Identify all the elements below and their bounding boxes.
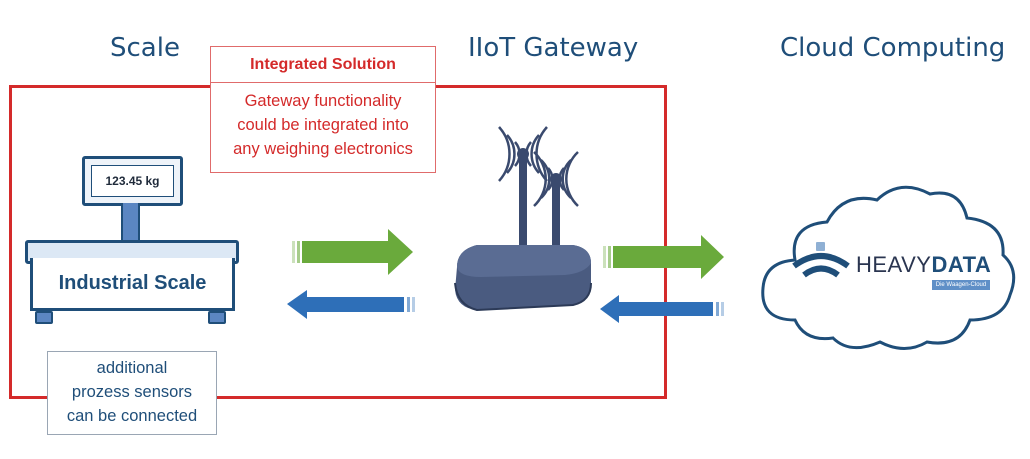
heavydata-logo: HEAVYDATA [856,252,991,278]
heavydata-logo-heavy: HEAVY [856,252,932,277]
sensors-note: additional prozess sensors can be connec… [47,351,217,435]
integrated-solution-header: Integrated Solution [211,47,435,83]
scale-foot-right [208,311,226,324]
heavydata-tagline: Die Waagen-Cloud [932,280,990,290]
heavydata-wave-icon [792,242,850,278]
sensors-line-1: additional [96,359,168,377]
scale-label: Industrial Scale [30,258,235,311]
scale-post [121,203,140,241]
heavydata-logo-data: DATA [931,252,992,277]
title-iiot-gateway: IIoT Gateway [468,33,639,63]
title-cloud-computing: Cloud Computing [780,33,1006,63]
integrated-line-3: any weighing electronics [233,140,413,158]
sensors-line-3: can be connected [66,407,198,425]
sensors-line-2: prozess sensors [71,383,193,401]
scale-display-value: 123.45 kg [91,165,174,197]
integrated-solution-callout: Integrated Solution Gateway functionalit… [210,46,436,173]
cloud-icon [761,185,1016,350]
arrow-left-gateway-to-scale-icon [287,290,415,319]
arrow-right-scale-to-gateway-icon [292,229,413,275]
arrow-right-gateway-to-cloud-icon [603,235,724,279]
arrow-left-cloud-to-gateway-icon [600,295,724,323]
scale-foot-left [35,311,53,324]
iiot-gateway-router-icon [454,126,592,312]
title-scale: Scale [110,33,180,63]
integrated-line-1: Gateway functionality [244,92,402,110]
integrated-line-2: could be integrated into [237,116,409,134]
scale-display: 123.45 kg [82,156,183,206]
